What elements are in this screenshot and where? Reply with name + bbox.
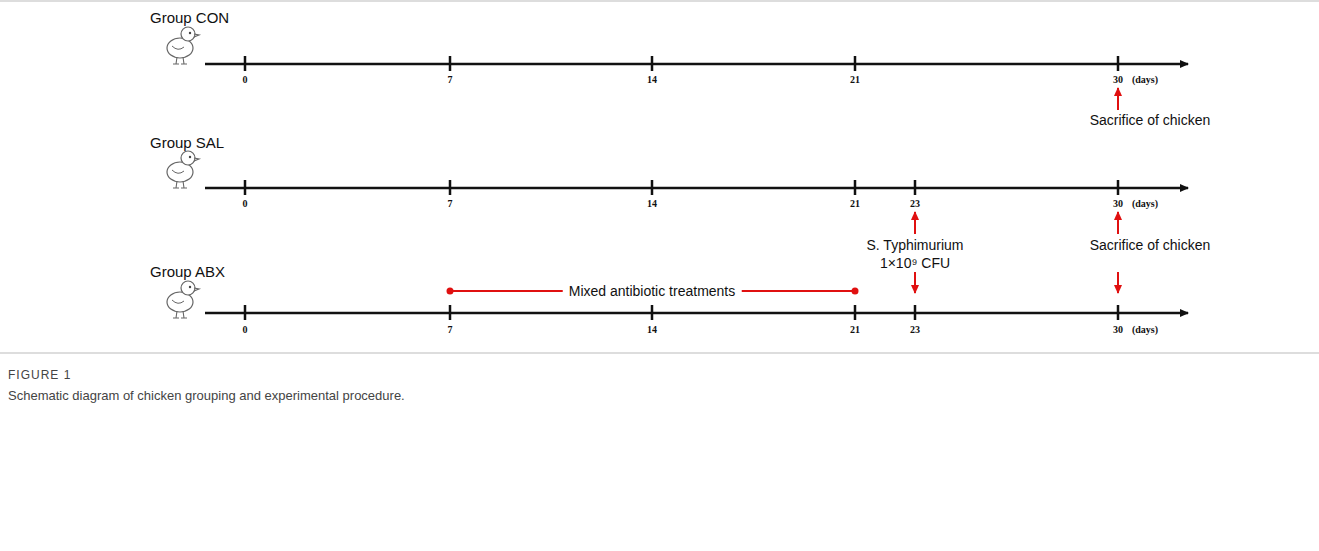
tick-label: 7 — [448, 198, 453, 210]
tick-label: 0 — [243, 74, 248, 86]
period-label: Mixed antibiotic treatments — [563, 283, 742, 299]
tick-label: 30 — [1113, 74, 1123, 86]
event-label: 1×10⁹ CFU — [880, 255, 950, 271]
tick-label: (days) — [1132, 198, 1158, 210]
tick-label: 23 — [910, 198, 920, 210]
tick-label: 21 — [850, 74, 860, 86]
tick-label: 14 — [647, 324, 657, 336]
chick-icon — [167, 27, 199, 64]
tick-label: (days) — [1132, 74, 1158, 86]
tick-label: 14 — [647, 74, 657, 86]
caption-rule — [0, 353, 1319, 354]
tick-label: 7 — [448, 74, 453, 86]
top-rule — [0, 1, 1319, 2]
group-label: Group SAL — [150, 134, 224, 151]
event-label: Sacrifice of chicken — [1090, 237, 1211, 253]
group-label: Group CON — [150, 9, 229, 26]
tick-label: 23 — [910, 324, 920, 336]
tick-label: 30 — [1113, 198, 1123, 210]
tick-label: 0 — [243, 324, 248, 336]
tick-label: 30 — [1113, 324, 1123, 336]
tick-label: (days) — [1132, 324, 1158, 336]
tick-label: 14 — [647, 198, 657, 210]
chick-icon — [167, 151, 199, 188]
figure-caption: Schematic diagram of chicken grouping an… — [8, 389, 405, 404]
event-label: S. Typhimurium — [867, 237, 964, 253]
figure-number: FIGURE 1 — [8, 369, 71, 383]
tick-label: 21 — [850, 198, 860, 210]
tick-label: 0 — [243, 198, 248, 210]
tick-label: 7 — [448, 324, 453, 336]
chick-icon — [167, 281, 199, 318]
event-label: Sacrifice of chicken — [1090, 112, 1211, 128]
tick-label: 21 — [850, 324, 860, 336]
axis-ticks — [245, 56, 1118, 320]
group-label: Group ABX — [150, 263, 225, 280]
time-axes — [205, 64, 1188, 313]
